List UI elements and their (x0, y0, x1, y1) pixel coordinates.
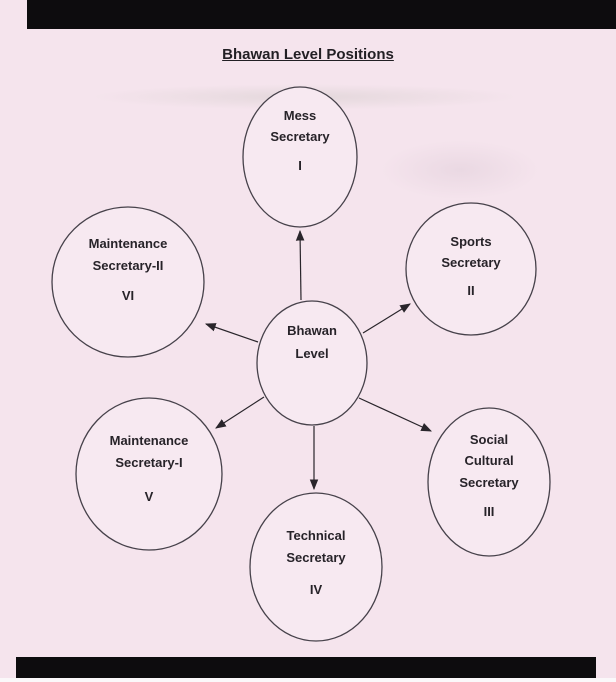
maintenance1-label-line2: Secretary-I (115, 455, 182, 470)
mess-label-line2: Secretary (270, 129, 330, 144)
scanner-bottom-bar (16, 657, 596, 678)
arrow-center-to-maintenance-2 (204, 323, 259, 343)
maintenance2-numeral: VI (122, 288, 134, 303)
social-label-line1: Social (470, 432, 508, 447)
arrow-center-to-maintenance-1 (215, 396, 265, 429)
maintenance2-label-line2: Secretary-II (93, 258, 164, 273)
node-maintenance-secretary-1 (75, 397, 223, 551)
page-title: Bhawan Level Positions (0, 46, 616, 63)
sports-label-line2: Secretary (441, 255, 501, 270)
technical-numeral: IV (310, 582, 323, 597)
node-sports-secretary (405, 202, 537, 336)
node-maintenance-secretary-2 (51, 206, 205, 358)
arrow-center-to-sports (362, 303, 411, 334)
arrow-center-to-mess (295, 229, 305, 301)
node-bhawan-level-center (256, 300, 368, 426)
center-label-line2: Level (295, 346, 328, 361)
social-label-line2: Cultural (464, 453, 513, 468)
center-label-line1: Bhawan (287, 323, 337, 338)
technical-label-line2: Secretary (286, 550, 346, 565)
node-social-cultural-secretary (427, 407, 551, 557)
page-bottom-edge (0, 678, 616, 682)
maintenance2-label-line1: Maintenance (89, 236, 168, 251)
social-numeral: III (484, 504, 495, 519)
arrow-center-to-social (358, 397, 432, 432)
social-label-line3: Secretary (459, 475, 519, 490)
maintenance1-label-line1: Maintenance (110, 433, 189, 448)
maintenance1-numeral: V (145, 489, 154, 504)
node-labels: Mess Secretary I Sports Secretary II Mai… (89, 108, 520, 597)
mess-label-line1: Mess (284, 108, 317, 123)
scanner-top-bar (27, 0, 616, 29)
node-technical-secretary (249, 492, 383, 642)
sports-label-line1: Sports (450, 234, 491, 249)
mess-numeral: I (298, 158, 302, 173)
technical-label-line1: Technical (286, 528, 345, 543)
page-title-text: Bhawan Level Positions (222, 46, 394, 63)
sports-numeral: II (467, 283, 474, 298)
node-mess-secretary (242, 86, 358, 228)
